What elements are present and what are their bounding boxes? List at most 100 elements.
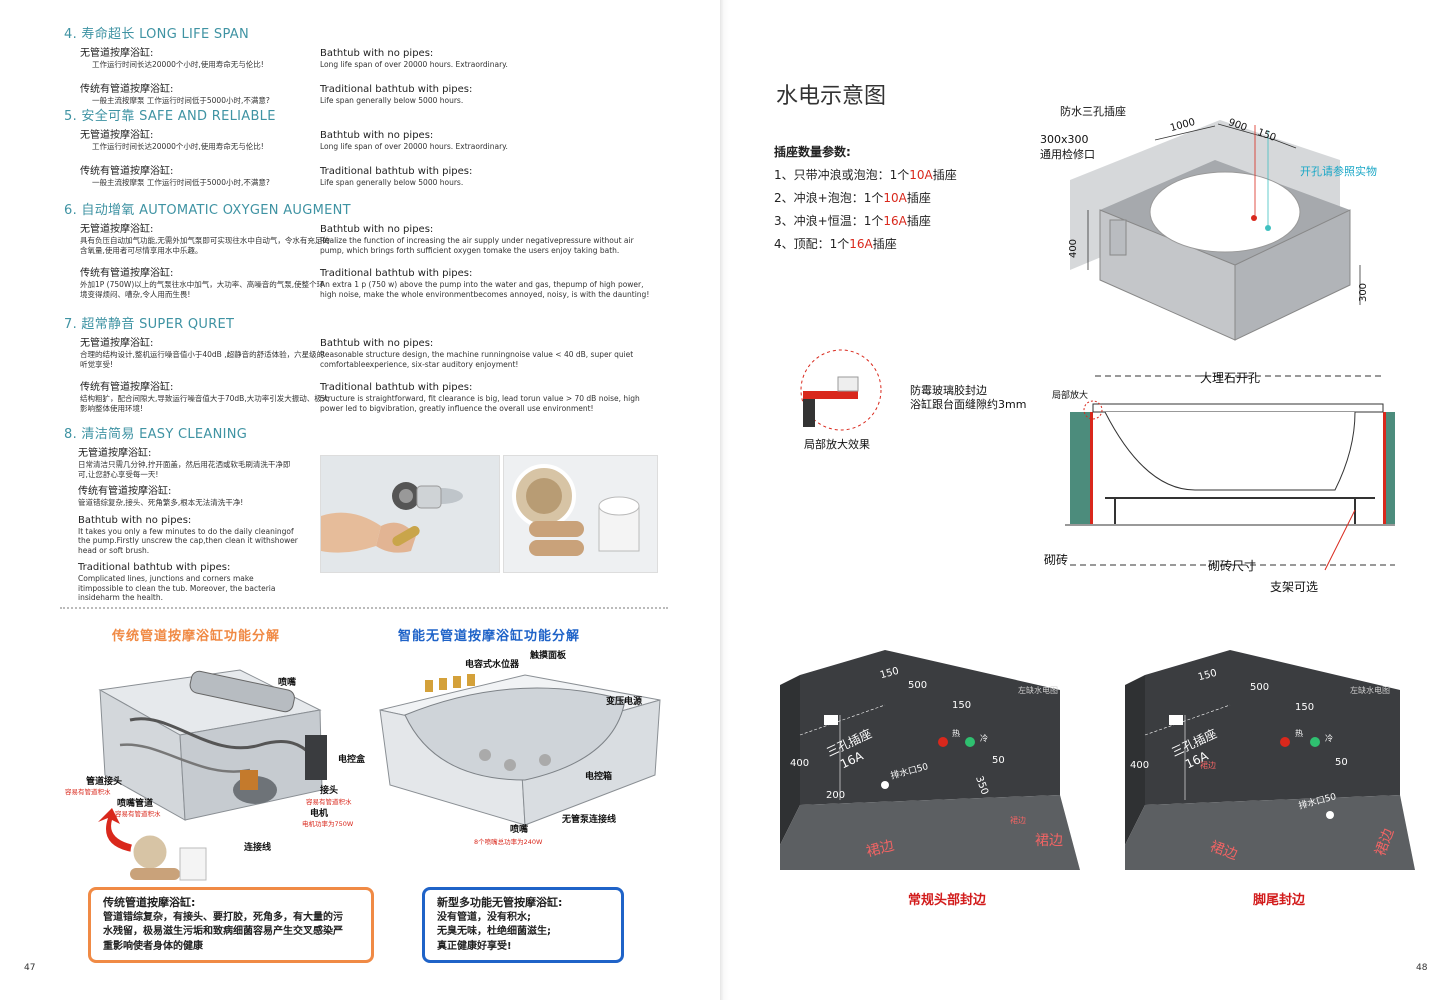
room2-cold: 冷: [1325, 734, 1333, 743]
en-body: Life span generally below 5000 hours.: [320, 96, 464, 105]
cn-body: 合理的结构设计,整机运行噪音值小于40dB ,超静音的舒适体验，六星级的听觉享受…: [80, 350, 325, 369]
en-body: Structure is straightforward, fit cleara…: [320, 394, 640, 413]
label-access-size: 300x300: [1040, 133, 1089, 146]
label-marble: 大理石开孔: [1200, 371, 1261, 385]
detail-circle: [800, 349, 882, 431]
label-brick: 砌砖: [1044, 553, 1069, 567]
note-pipe-joint: 容易有管道积水: [65, 788, 111, 796]
divider: [60, 607, 668, 609]
socket-item: 2、冲浪+泡泡：1个10A插座: [774, 191, 931, 205]
dim-400: 400: [1068, 238, 1080, 259]
en-head: Traditional bathtub with pipes:: [320, 382, 473, 393]
room1-50: 50: [992, 755, 1005, 766]
page-title: 水电示意图: [776, 84, 887, 109]
label-level: 电容式水位器: [465, 660, 520, 670]
label-detail: 局部放大效果: [804, 438, 870, 451]
cn-body: 日常清洁只需几分钟,拧开面盖，然后用花洒或软毛刷清洗干净即可,让您舒心享受每一天…: [78, 460, 291, 479]
label-control-box: 电控箱: [585, 772, 613, 782]
traditional-tub-illustration: [98, 669, 327, 821]
cn-body: 管道错综复杂,接头、死角繁多,根本无法清洗干净!: [78, 498, 244, 507]
label-access: 通用检修口: [1040, 148, 1095, 161]
section-diagram: [1065, 375, 1395, 571]
cn-head: 无管道按摩浴缸:: [80, 130, 154, 141]
section-oxygen: 6. 自动增氧 AUTOMATIC OXYGEN AUGMENT 无管道按摩浴缸…: [64, 199, 664, 312]
section-title: 5. 安全可靠 SAFE AND RELIABLE: [64, 109, 276, 124]
section-title: 7. 超常静音 SUPER QURET: [64, 317, 235, 332]
block-no-pipes: 无管道按摩浴缸:具有负压自动加气功能,无需外加气泵即可实现往水中自动气，令水有充…: [64, 224, 664, 268]
label-transformer: 变压电源: [606, 697, 643, 707]
en-head: Bathtub with no pipes:: [320, 130, 434, 141]
cn-head: 无管道按摩浴缸:: [80, 338, 154, 349]
cn-body: 工作运行时间长达20000个小时,使用寿命无与伦比!: [92, 142, 264, 151]
label-control-box: 电控盒: [338, 755, 366, 765]
arrow-icon: [98, 808, 138, 853]
en-head: Traditional bathtub with pipes:: [320, 268, 473, 279]
label-local: 局部放大: [1052, 391, 1089, 401]
dim-300: 300: [1358, 282, 1370, 303]
en-head: Bathtub with no pipes:: [320, 338, 434, 349]
en-body: Life span generally below 5000 hours.: [320, 178, 464, 187]
new-summary-box: 新型多功能无管按摩浴缸: 没有管道，没有积水; 无臭无味，杜绝细菌滋生; 真正健…: [422, 887, 624, 963]
enclosure-diagram: [1070, 120, 1361, 341]
room2-skirt-small: 裙边: [1200, 761, 1216, 770]
pipes-closeup: [130, 832, 207, 881]
note-motor: 电机功率为750W: [302, 820, 354, 828]
en-head: Traditional bathtub with pipes:: [320, 84, 473, 95]
en-body: An extra 1 p (750 w) above the pump into…: [320, 280, 650, 299]
label-nozzle: 喷嘴: [278, 678, 297, 688]
cleaning-photo-pipes: [503, 455, 658, 573]
room-diagram-foot: [1125, 650, 1415, 870]
label-sealant-2: 浴缸跟台面缝隙约3mm: [910, 398, 1027, 411]
en-body: Reasonable structure design, the machine…: [320, 350, 634, 369]
section-title: 6. 自动增氧 AUTOMATIC OXYGEN AUGMENT: [64, 203, 351, 218]
section-cleaning: 8. 清洁简易 EASY CLEANING 无管道按摩浴缸: 日常清洁只需几分钟…: [64, 423, 304, 603]
en-head: Bathtub with no pipes:: [320, 224, 434, 235]
smart-tub-illustration: [379, 674, 661, 826]
note-nozzle: 8个喷嘴总功率为240W: [474, 838, 543, 846]
section-safe: 5. 安全可靠 SAFE AND RELIABLE 无管道按摩浴缸:工作运行时间…: [64, 105, 664, 202]
label-connector: 接头: [320, 786, 339, 796]
cn-head: 传统有管道按摩浴缸:: [80, 268, 174, 279]
cn-body: 结构粗犷，配合间隙大,导致运行噪音值大于70dB,大功率引发大振动、极大影响整体…: [80, 394, 330, 413]
cn-head: 无管道按摩浴缸:: [80, 224, 154, 235]
label-hole-note: 开孔请参照实物: [1300, 165, 1377, 178]
box-line: 水残留，极易滋生污垢和致病细菌容易产生交叉感染严: [103, 926, 343, 937]
block-no-pipes: 无管道按摩浴缸:合理的结构设计,整机运行噪音值小于40dB ,超静音的舒适体验，…: [64, 338, 664, 382]
label-wire: 无管泵连接线: [562, 815, 617, 825]
en-body: Complicated lines, junctions and corners…: [78, 574, 276, 602]
box-title: 传统管道按摩浴缸:: [103, 896, 196, 909]
page-number: 48: [1416, 963, 1428, 973]
room1-cold: 冷: [980, 734, 988, 743]
traditional-summary-box: 传统管道按摩浴缸: 管道错综复杂，有接头、要打胶，死角多，有大量的污 水残留，极…: [88, 887, 374, 963]
socket-item: 1、只带冲浪或泡泡：1个10A插座: [774, 168, 957, 182]
cleaning-photo-hand: [320, 455, 500, 573]
caption-foot-edge: 脚尾封边: [1253, 893, 1306, 908]
note-jet-pipe: 容易有管道积水: [115, 810, 161, 818]
box-line: 无臭无味，杜绝细菌滋生;: [437, 926, 551, 937]
cn-body: 外加1P (750W)以上的气泵往水中加气，大功率、高噪音的气泵,使整个环境变得…: [80, 280, 325, 299]
label-bracket: 支架可选: [1270, 580, 1319, 594]
block-traditional: 传统有管道按摩浴缸:一般主流按摩泵 工作运行时间低于5000小时,不满意? Tr…: [64, 84, 664, 120]
section-title: 4. 寿命超长 LONG LIFE SPAN: [64, 27, 249, 42]
label-brick-size: 砌砖尺寸: [1208, 559, 1257, 573]
room1-skirt-small: 裙边: [1010, 816, 1026, 825]
block-traditional: 传统有管道按摩浴缸:一般主流按摩泵 工作运行时间低于5000小时,不满意? Tr…: [64, 166, 664, 202]
room1-500: 500: [908, 680, 928, 691]
cn-body: 一般主流按摩泵 工作运行时间低于5000小时,不满意?: [92, 178, 270, 187]
box-line: 真正健康好享受!: [437, 940, 512, 952]
traditional-title: 传统管道按摩浴缸功能分解: [112, 629, 281, 644]
room2-hot: 热: [1295, 729, 1303, 738]
cn-head: 无管道按摩浴缸:: [80, 48, 154, 59]
section-title: 8. 清洁简易 EASY CLEANING: [64, 427, 248, 442]
block-no-pipes: 无管道按摩浴缸:工作运行时间长达20000个小时,使用寿命无与伦比! Batht…: [64, 130, 664, 166]
block-no-pipes: 无管道按摩浴缸:工作运行时间长达20000个小时,使用寿命无与伦比! Batht…: [64, 48, 664, 84]
label-pipe-joint: 管道接头: [86, 777, 123, 787]
socket-title: 插座数量参数:: [774, 145, 851, 159]
block-traditional: 传统有管道按摩浴缸:结构粗犷，配合间隙大,导致运行噪音值大于70dB,大功率引发…: [64, 382, 664, 426]
room1-200: 200: [826, 790, 846, 801]
room-diagram-head: [780, 650, 1080, 870]
room1-corner: 左缺水电图: [1018, 686, 1058, 695]
cn-body: 一般主流按摩泵 工作运行时间低于5000小时,不满意?: [92, 96, 270, 105]
en-head: Bathtub with no pipes:: [320, 48, 434, 59]
cn-head: 无管道按摩浴缸:: [78, 448, 152, 459]
